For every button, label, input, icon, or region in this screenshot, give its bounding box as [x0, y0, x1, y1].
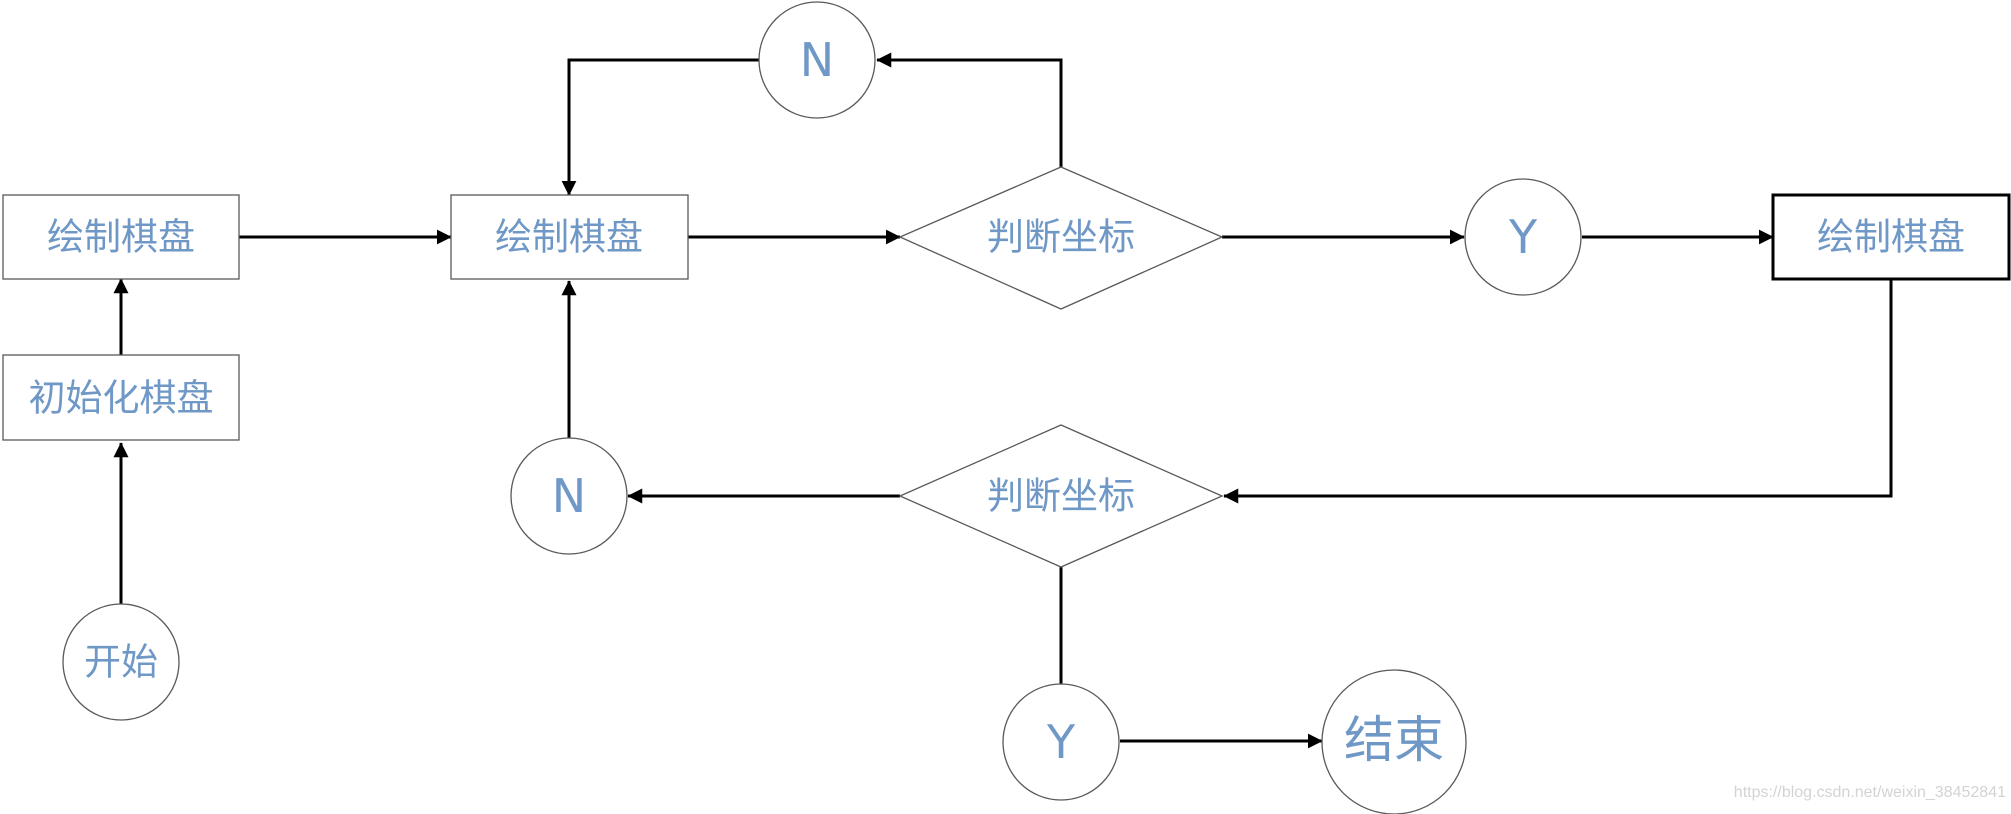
end-label: 结束 [1344, 711, 1444, 769]
watermark: https://blog.csdn.net/weixin_38452841 [1734, 784, 2006, 801]
labels: 开始 初始化棋盘 绘制棋盘 绘制棋盘 判断坐标 N Y 绘制棋盘 判断坐标 N … [29, 33, 1966, 769]
connectors [113, 52, 1893, 749]
edge-draw3-to-judge-bottom [1223, 279, 1893, 504]
y-top-label: Y [1508, 210, 1538, 264]
end-node-shape [1321, 669, 1467, 814]
draw-board-box-3 [1771, 193, 2011, 281]
y-bottom-node-shape [1002, 683, 1120, 801]
y-top-node-shape [1464, 178, 1582, 296]
draw-board-box-2 [450, 194, 689, 280]
judge-coord-bottom-label: 判断坐标 [987, 475, 1135, 518]
y-bottom-label: Y [1046, 715, 1076, 769]
draw-board-box-1 [2, 194, 240, 280]
start-label: 开始 [84, 641, 158, 684]
judge-coord-top-diamond [898, 166, 1224, 310]
n-top-label: N [800, 33, 834, 87]
start-node-shape [62, 603, 180, 721]
draw-board-label-2: 绘制棋盘 [495, 216, 643, 259]
n-top-node-shape [758, 1, 876, 119]
draw-board-label-1: 绘制棋盘 [47, 216, 195, 259]
init-board-label: 初始化棋盘 [29, 377, 214, 420]
init-board-box [2, 354, 240, 441]
draw-board-label-3: 绘制棋盘 [1817, 216, 1965, 259]
n-bottom-node-shape [510, 437, 628, 555]
judge-coord-top-label: 判断坐标 [987, 216, 1135, 259]
edge-n-top-to-draw2 [561, 58, 759, 196]
n-bottom-label: N [552, 469, 586, 523]
edge-judge-top-to-n-top [876, 52, 1063, 167]
judge-coord-bottom-diamond [898, 424, 1224, 568]
